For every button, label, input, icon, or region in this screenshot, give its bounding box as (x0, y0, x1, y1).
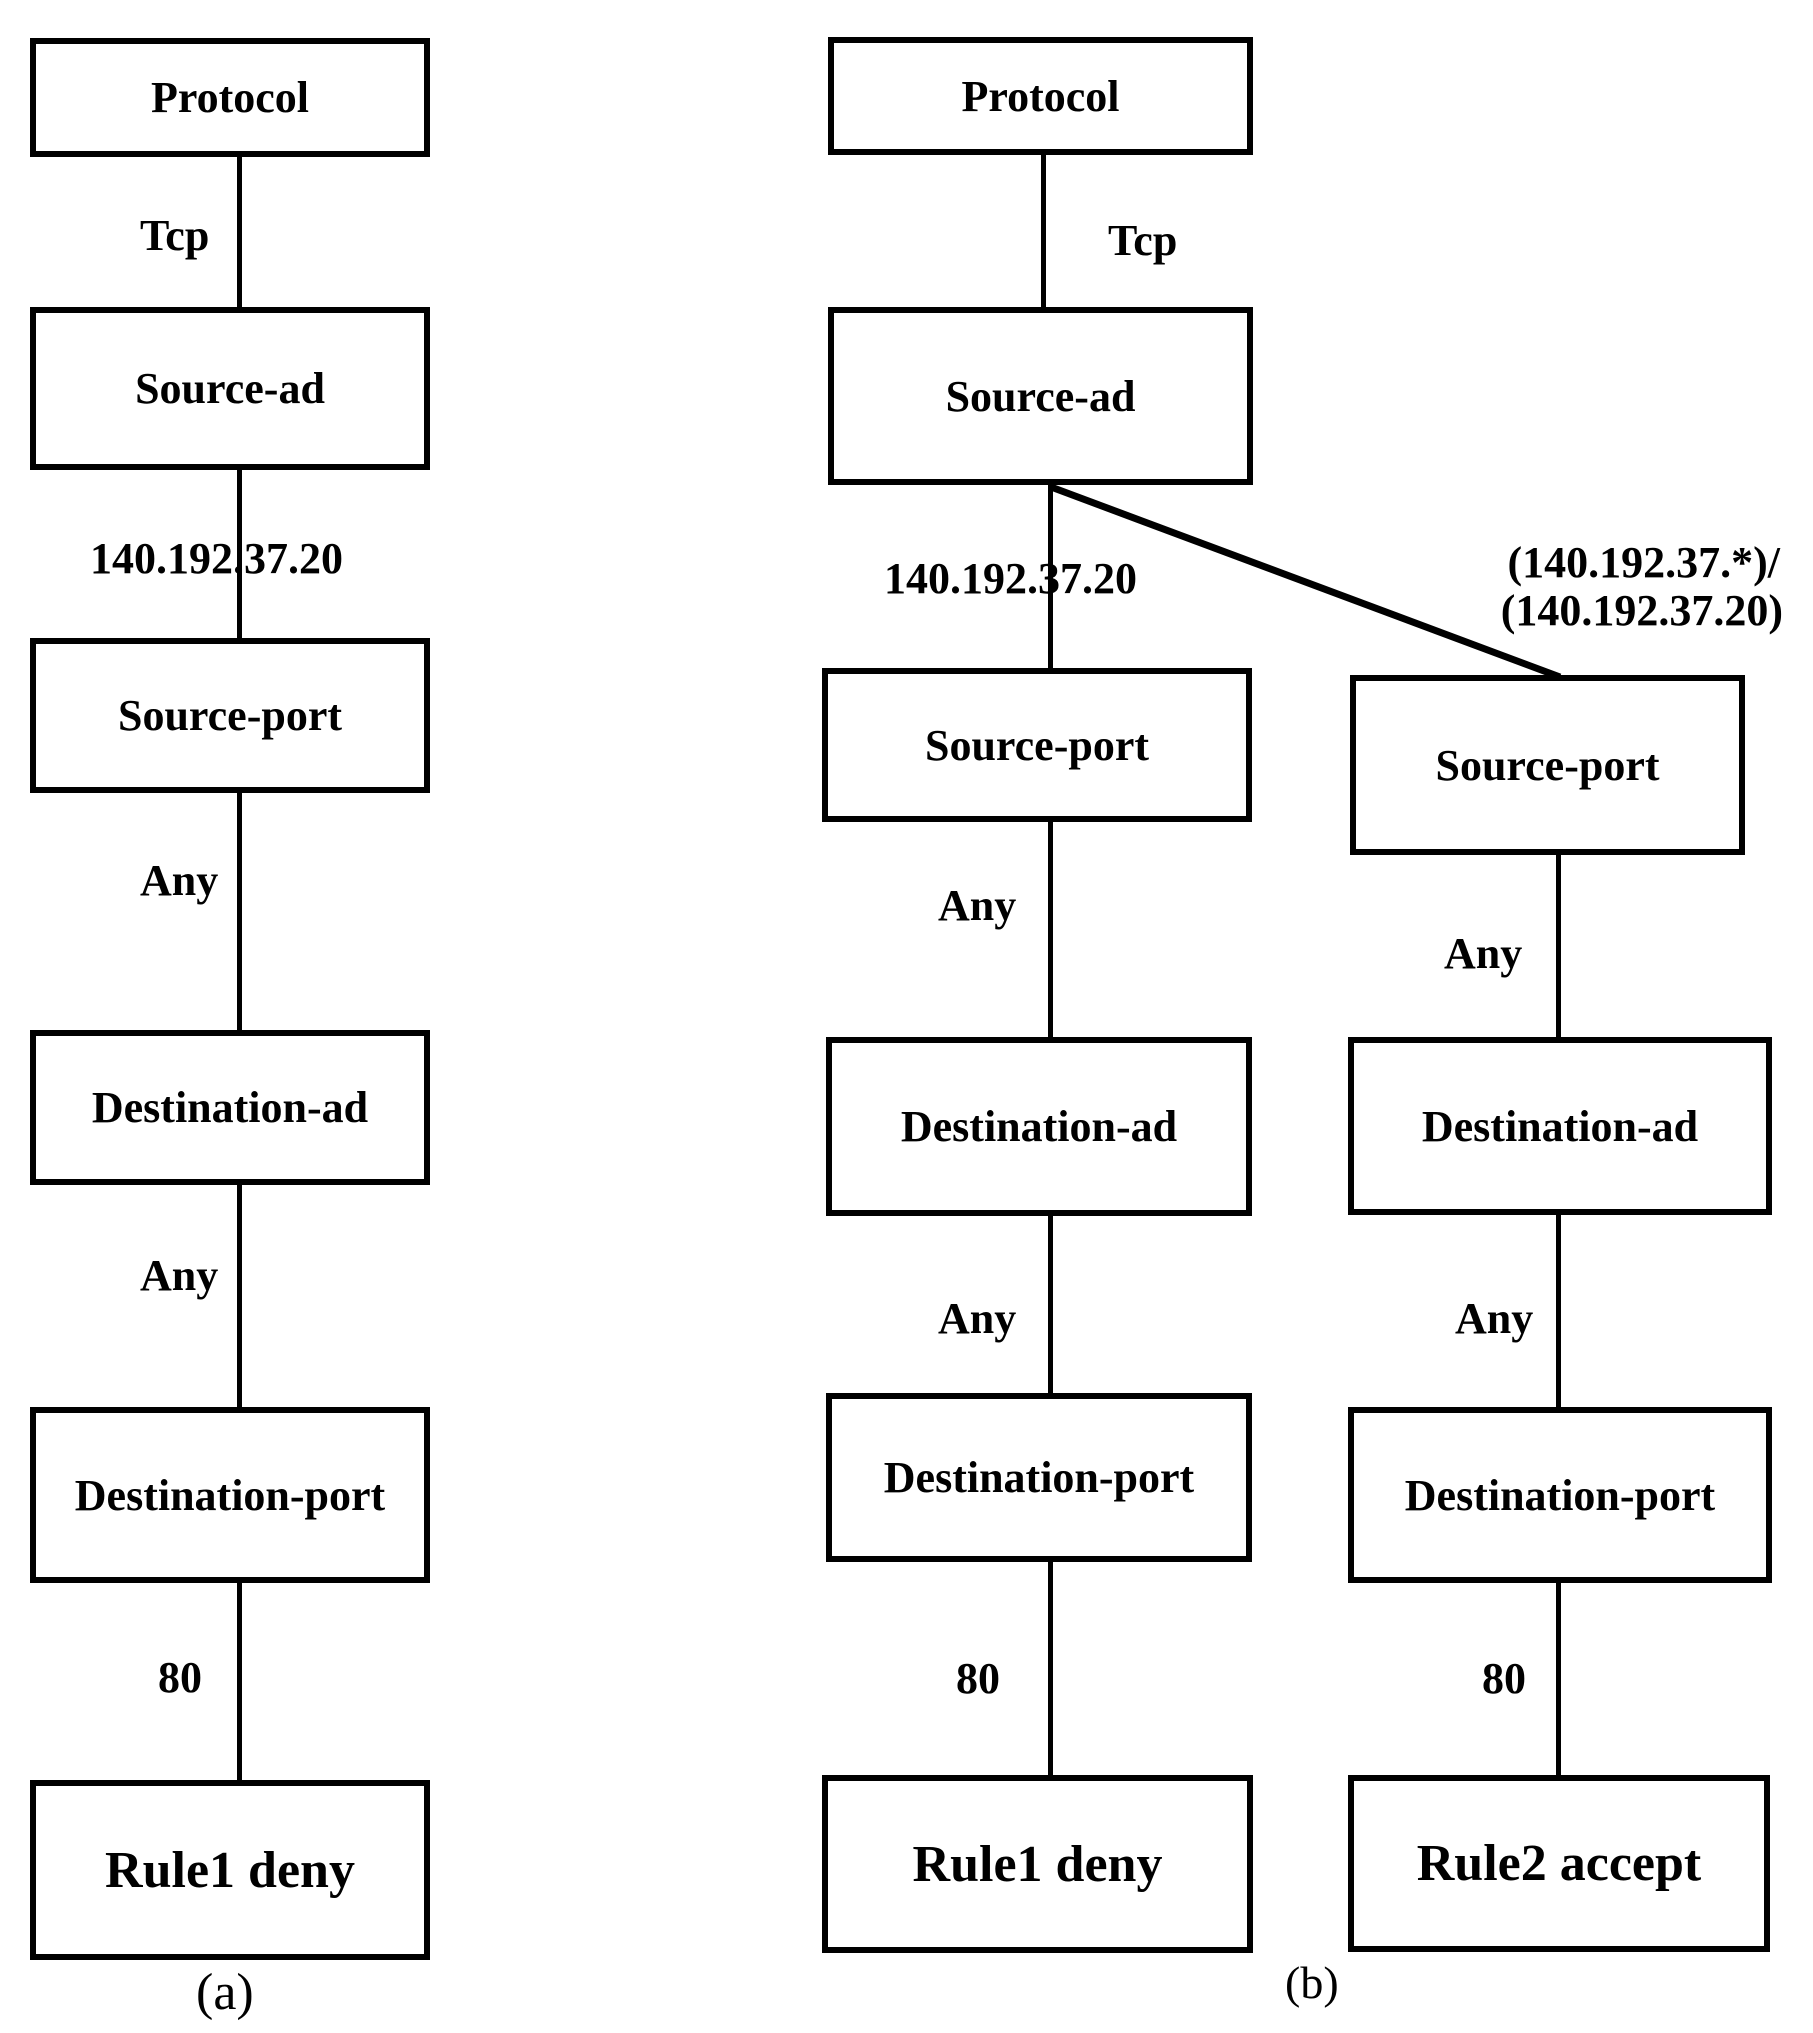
edge-label-any2-b2: Any (1455, 1294, 1534, 1343)
node-source-ad-b: Source-ad (828, 307, 1253, 485)
edge-a-destad-destport (237, 1185, 242, 1407)
caption-b: (b) (1285, 1957, 1339, 2008)
edge-b-protocol-sourcead (1041, 155, 1046, 307)
edge-a-sourceport-destad (237, 793, 242, 1030)
node-destination-port-a: Destination-port (30, 1407, 430, 1583)
edge-label-any1-b1: Any (938, 881, 1017, 930)
edge-b-destport-rule1 (1048, 1562, 1053, 1775)
node-protocol-b: Protocol (828, 37, 1253, 155)
edge-label-branch-ip-line1: (140.192.37.*)/ (1507, 538, 1780, 587)
node-source-port-a: Source-port (30, 638, 430, 793)
node-destination-port-b1: Destination-port (826, 1393, 1252, 1562)
edge-label-branch-ip-line2: (140.192.37.20) (1500, 586, 1783, 635)
caption-a: (a) (196, 1964, 254, 2021)
edge-label-80-a: 80 (158, 1653, 202, 1702)
edge-label-tcp-a: Tcp (140, 211, 210, 260)
node-destination-ad-a: Destination-ad (30, 1030, 430, 1185)
edge-a-sourcead-sourceport (237, 470, 242, 638)
edge-a-protocol-sourcead (237, 157, 242, 307)
edge-label-source-ip-a: 140.192.37.20 (90, 534, 343, 583)
node-destination-ad-b1: Destination-ad (826, 1037, 1252, 1216)
edge-b-sourceport-destad (1048, 822, 1053, 1037)
node-rule1-deny-a: Rule1 deny (30, 1780, 430, 1960)
edge-b-destad2-destport2 (1556, 1215, 1561, 1407)
edge-label-any2-a: Any (140, 1251, 219, 1300)
node-destination-port-b2: Destination-port (1348, 1407, 1772, 1583)
edge-a-destport-rule (237, 1583, 242, 1780)
node-destination-ad-b2: Destination-ad (1348, 1037, 1772, 1215)
edge-label-any1-b2: Any (1444, 929, 1523, 978)
edge-label-80-b2: 80 (1482, 1654, 1526, 1703)
edge-b-destport2-rule2 (1556, 1583, 1561, 1775)
node-source-ad-a: Source-ad (30, 307, 430, 470)
edge-label-source-ip-b: 140.192.37.20 (884, 554, 1137, 603)
edge-label-80-b1: 80 (956, 1654, 1000, 1703)
edge-label-any1-a: Any (140, 856, 219, 905)
node-protocol-a: Protocol (30, 38, 430, 157)
edge-label-tcp-b: Tcp (1108, 216, 1178, 265)
edge-b-sourceport2-destad2 (1556, 855, 1561, 1037)
node-source-port-b2: Source-port (1350, 675, 1745, 855)
node-rule2-accept-b: Rule2 accept (1348, 1775, 1770, 1952)
edge-b-destad-destport (1048, 1216, 1053, 1393)
node-rule1-deny-b: Rule1 deny (822, 1775, 1253, 1953)
edge-label-any2-b1: Any (938, 1294, 1017, 1343)
node-source-port-b1: Source-port (822, 668, 1252, 822)
